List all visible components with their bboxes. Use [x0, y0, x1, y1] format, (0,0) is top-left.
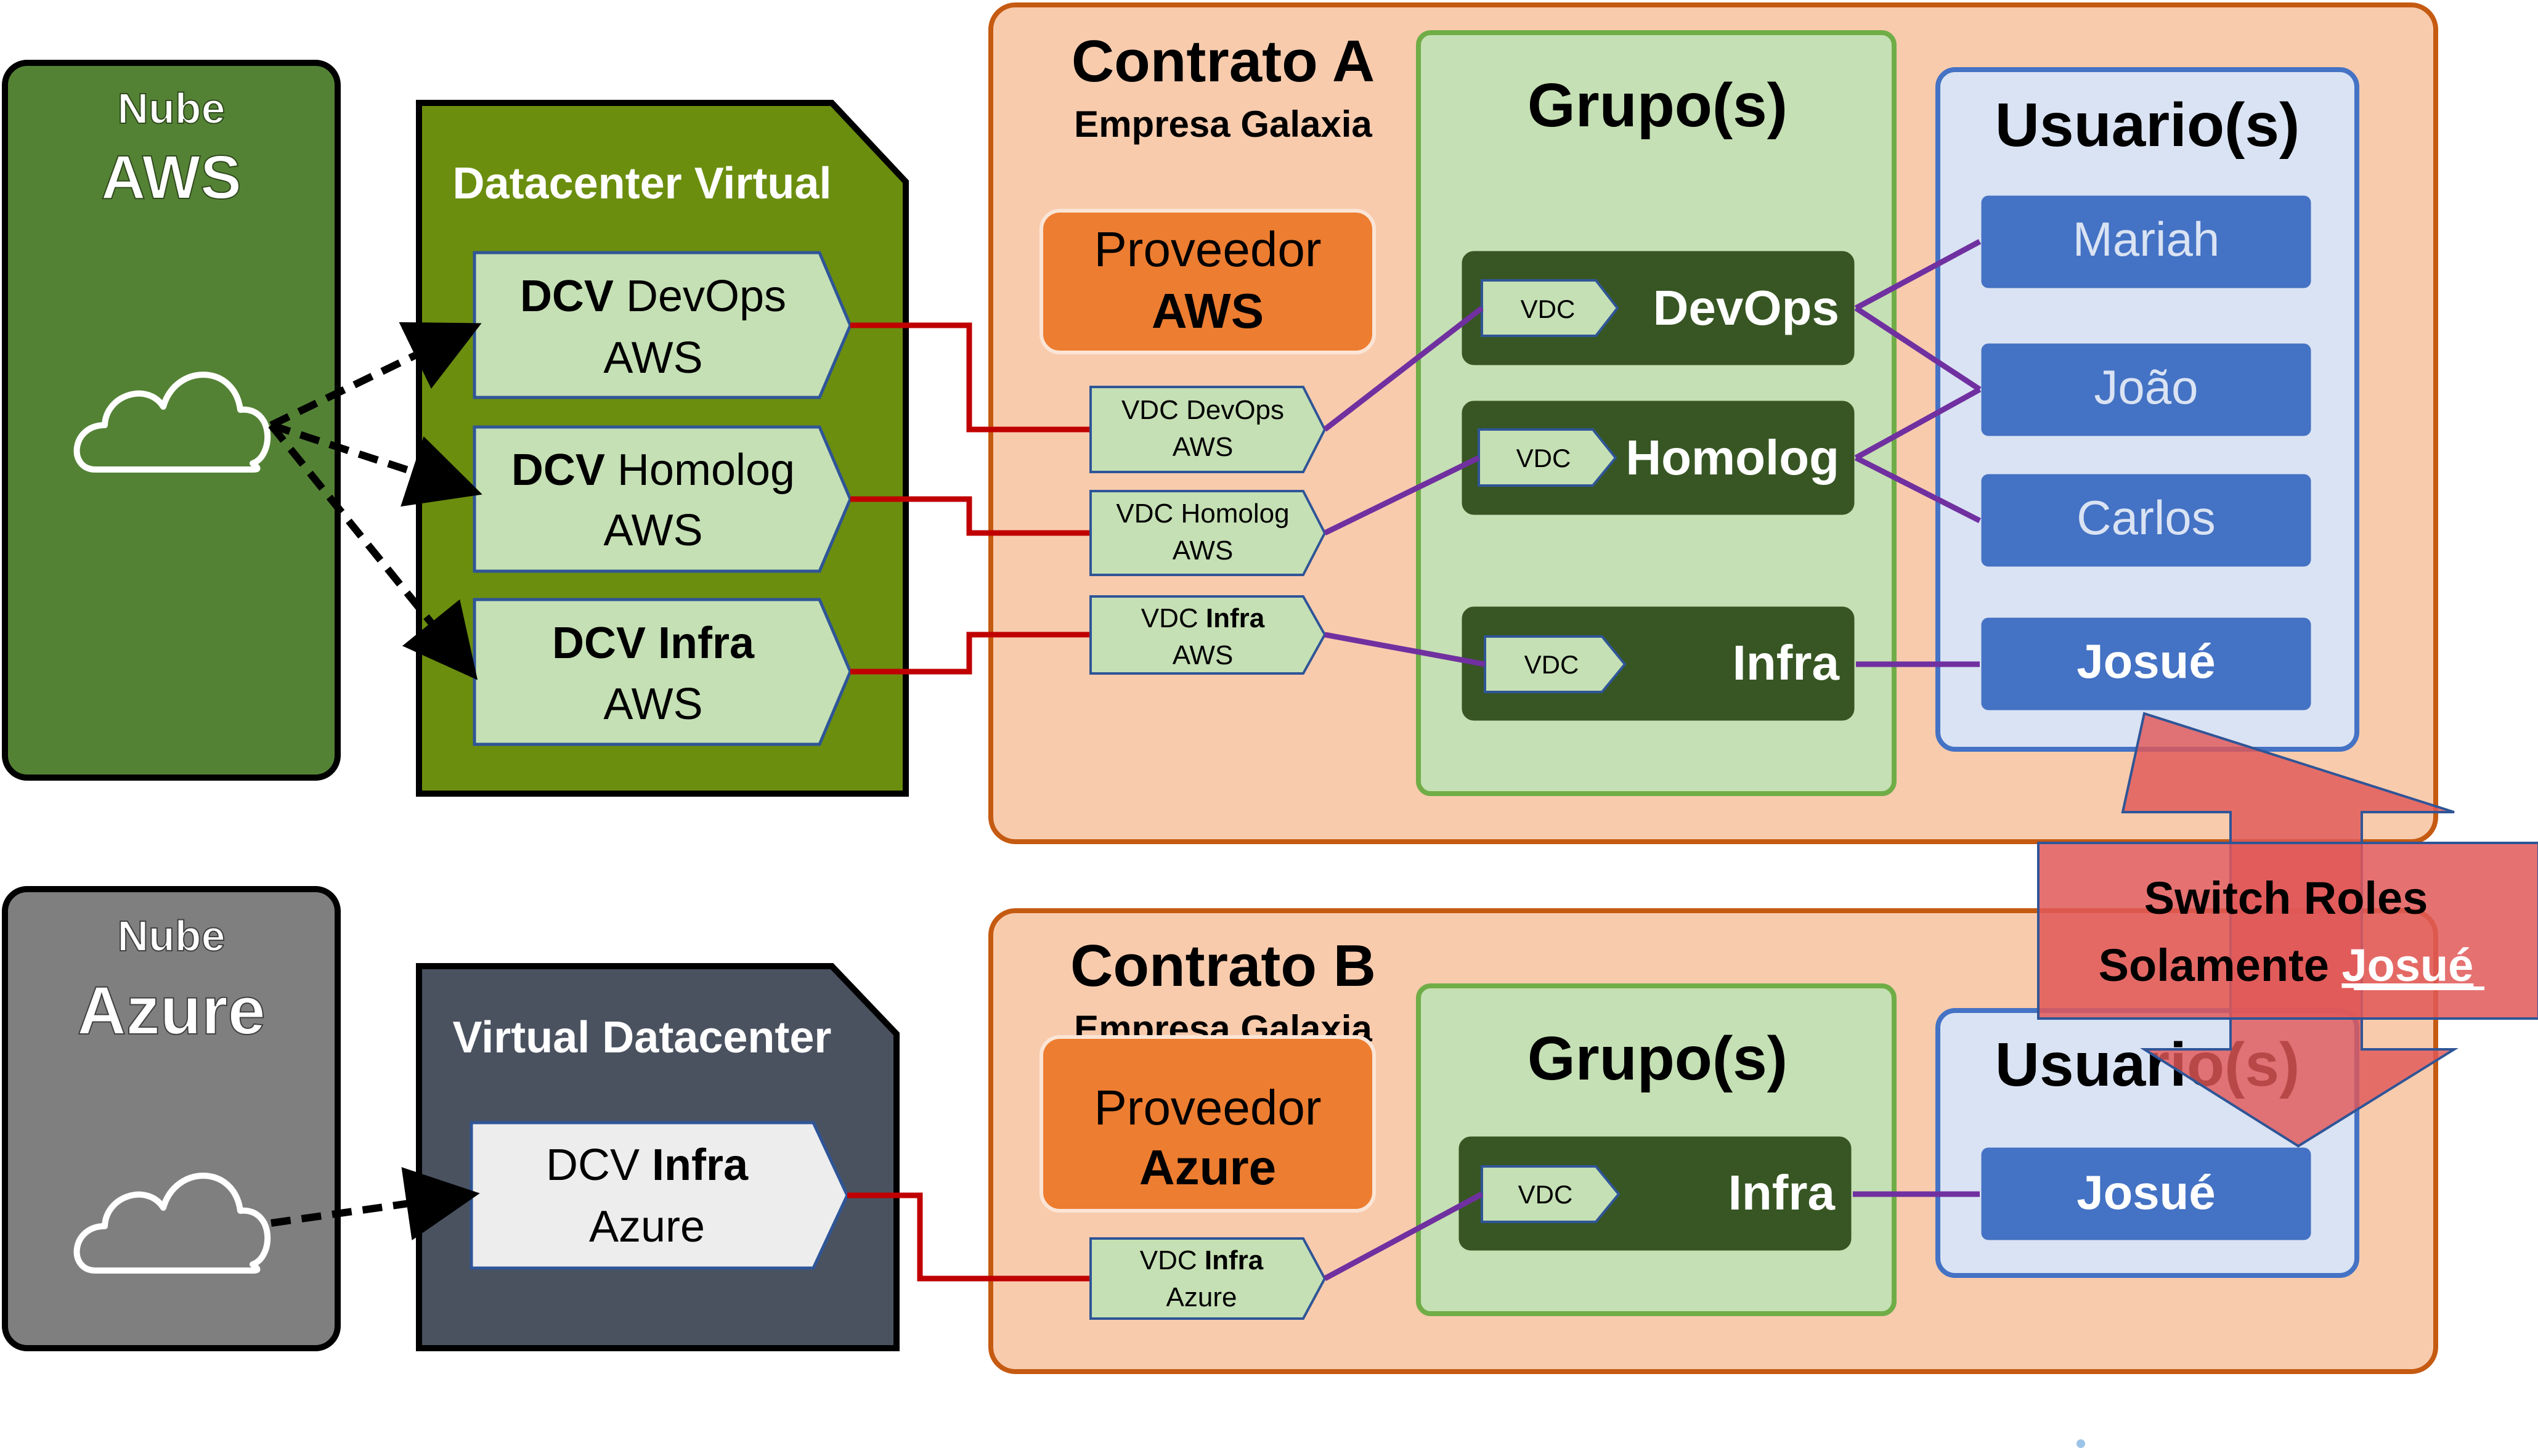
svg-text:VDC: VDC: [1524, 650, 1579, 679]
svg-text:DCV Homolog: DCV Homolog: [511, 445, 795, 495]
svg-text:VDC DevOps: VDC DevOps: [1121, 395, 1284, 425]
svg-text:AWS: AWS: [1173, 640, 1234, 670]
provider-aws-line2: AWS: [1152, 283, 1264, 338]
provider-azure-box: [1039, 1035, 1376, 1213]
vdc-tag-infra-azure: VDC Infra Azure: [1089, 1237, 1327, 1320]
switch-roles-line1: Switch Roles: [2144, 872, 2428, 924]
group-infra-azure: VDC Infra: [1455, 1133, 1855, 1254]
contract-a-title: Contrato A: [1072, 28, 1375, 94]
vdc-tag-devops-aws: VDC DevOps AWS: [1089, 386, 1327, 473]
user-mariah: Mariah: [2073, 212, 2219, 266]
vdc-tag-homolog-aws: VDC Homolog AWS: [1089, 490, 1327, 576]
contract-b-title: Contrato B: [1070, 933, 1376, 999]
svg-text:AWS: AWS: [1173, 535, 1234, 566]
group-homolog: VDC Homolog: [1458, 397, 1858, 518]
dcv-devops-aws: DCV DevOps AWS: [473, 251, 852, 399]
user-joao: João: [2094, 360, 2198, 414]
svg-text:AWS: AWS: [603, 333, 702, 383]
group-infra: VDC Infra: [1458, 603, 1858, 724]
svg-text:VDC Homolog: VDC Homolog: [1116, 498, 1289, 529]
svg-text:Azure: Azure: [589, 1202, 705, 1251]
svg-text:Homolog: Homolog: [1625, 430, 1839, 485]
contract-a-subtitle: Empresa Galaxia: [1074, 104, 1372, 145]
svg-text:VDC: VDC: [1518, 1180, 1573, 1209]
svg-text:VDC Infra: VDC Infra: [1140, 1245, 1264, 1275]
switch-roles-box: [2037, 842, 2538, 1020]
svg-text:Infra: Infra: [1728, 1165, 1836, 1220]
svg-text:VDC: VDC: [1516, 444, 1571, 473]
provider-azure-line1: Proveedor: [1094, 1080, 1321, 1135]
aws-cloud-panel: [2, 60, 341, 781]
svg-text:VDC Infra: VDC Infra: [1141, 603, 1265, 633]
svg-text:AWS: AWS: [1173, 432, 1234, 462]
svg-text:Infra: Infra: [1733, 635, 1840, 690]
svg-text:AWS: AWS: [603, 506, 702, 555]
dcv-homolog-aws: DCV Homolog AWS: [473, 425, 852, 573]
svg-text:VDC: VDC: [1521, 295, 1576, 323]
provider-aws-line1: Proveedor: [1094, 222, 1321, 277]
svg-text:DCV DevOps: DCV DevOps: [520, 272, 786, 321]
dcv-vdc-links: [847, 322, 1091, 1282]
azure-cloud-line1: Nube: [118, 912, 226, 960]
azure-cloud-line2: Azure: [77, 973, 266, 1049]
vdc-group-user-links: [1323, 239, 1982, 1281]
user-josue-azure: Josué: [2076, 1165, 2215, 1219]
provider-azure-line2: Azure: [1139, 1140, 1276, 1195]
dcv-infra-aws: DCV Infra AWS: [473, 598, 852, 746]
switch-roles-line2: Solamente Josué: [2099, 940, 2474, 991]
contract-a-users-title: Usuario(s): [1995, 91, 2300, 160]
svg-text:DCV Infra: DCV Infra: [546, 1141, 749, 1190]
aws-cloud-line2: AWS: [101, 143, 242, 212]
stray-dot: [2076, 1439, 2085, 1448]
aws-datacenter-title: Datacenter Virtual: [453, 159, 832, 208]
contract-b-groups-title: Grupo(s): [1527, 1024, 1788, 1093]
aws-cloud-line1: Nube: [118, 84, 226, 132]
svg-text:DevOps: DevOps: [1653, 280, 1839, 335]
group-devops: VDC DevOps: [1458, 248, 1858, 368]
user-carlos: Carlos: [2076, 490, 2215, 545]
dcv-infra-azure: DCV Infra Azure: [470, 1121, 849, 1270]
provider-aws-box: [1039, 209, 1376, 354]
cloud-dcv-arrows: [268, 322, 482, 1240]
svg-text:AWS: AWS: [603, 680, 702, 729]
svg-text:Azure: Azure: [1166, 1282, 1237, 1312]
vdc-tag-infra-aws: VDC Infra AWS: [1089, 595, 1327, 675]
contract-a-groups-title: Grupo(s): [1527, 71, 1788, 140]
user-josue: Josué: [2076, 634, 2215, 688]
azure-datacenter-title: Virtual Datacenter: [453, 1013, 832, 1062]
cloud-icon: [73, 1173, 271, 1274]
cloud-icon: [73, 372, 271, 473]
svg-text:DCV Infra: DCV Infra: [552, 619, 755, 668]
